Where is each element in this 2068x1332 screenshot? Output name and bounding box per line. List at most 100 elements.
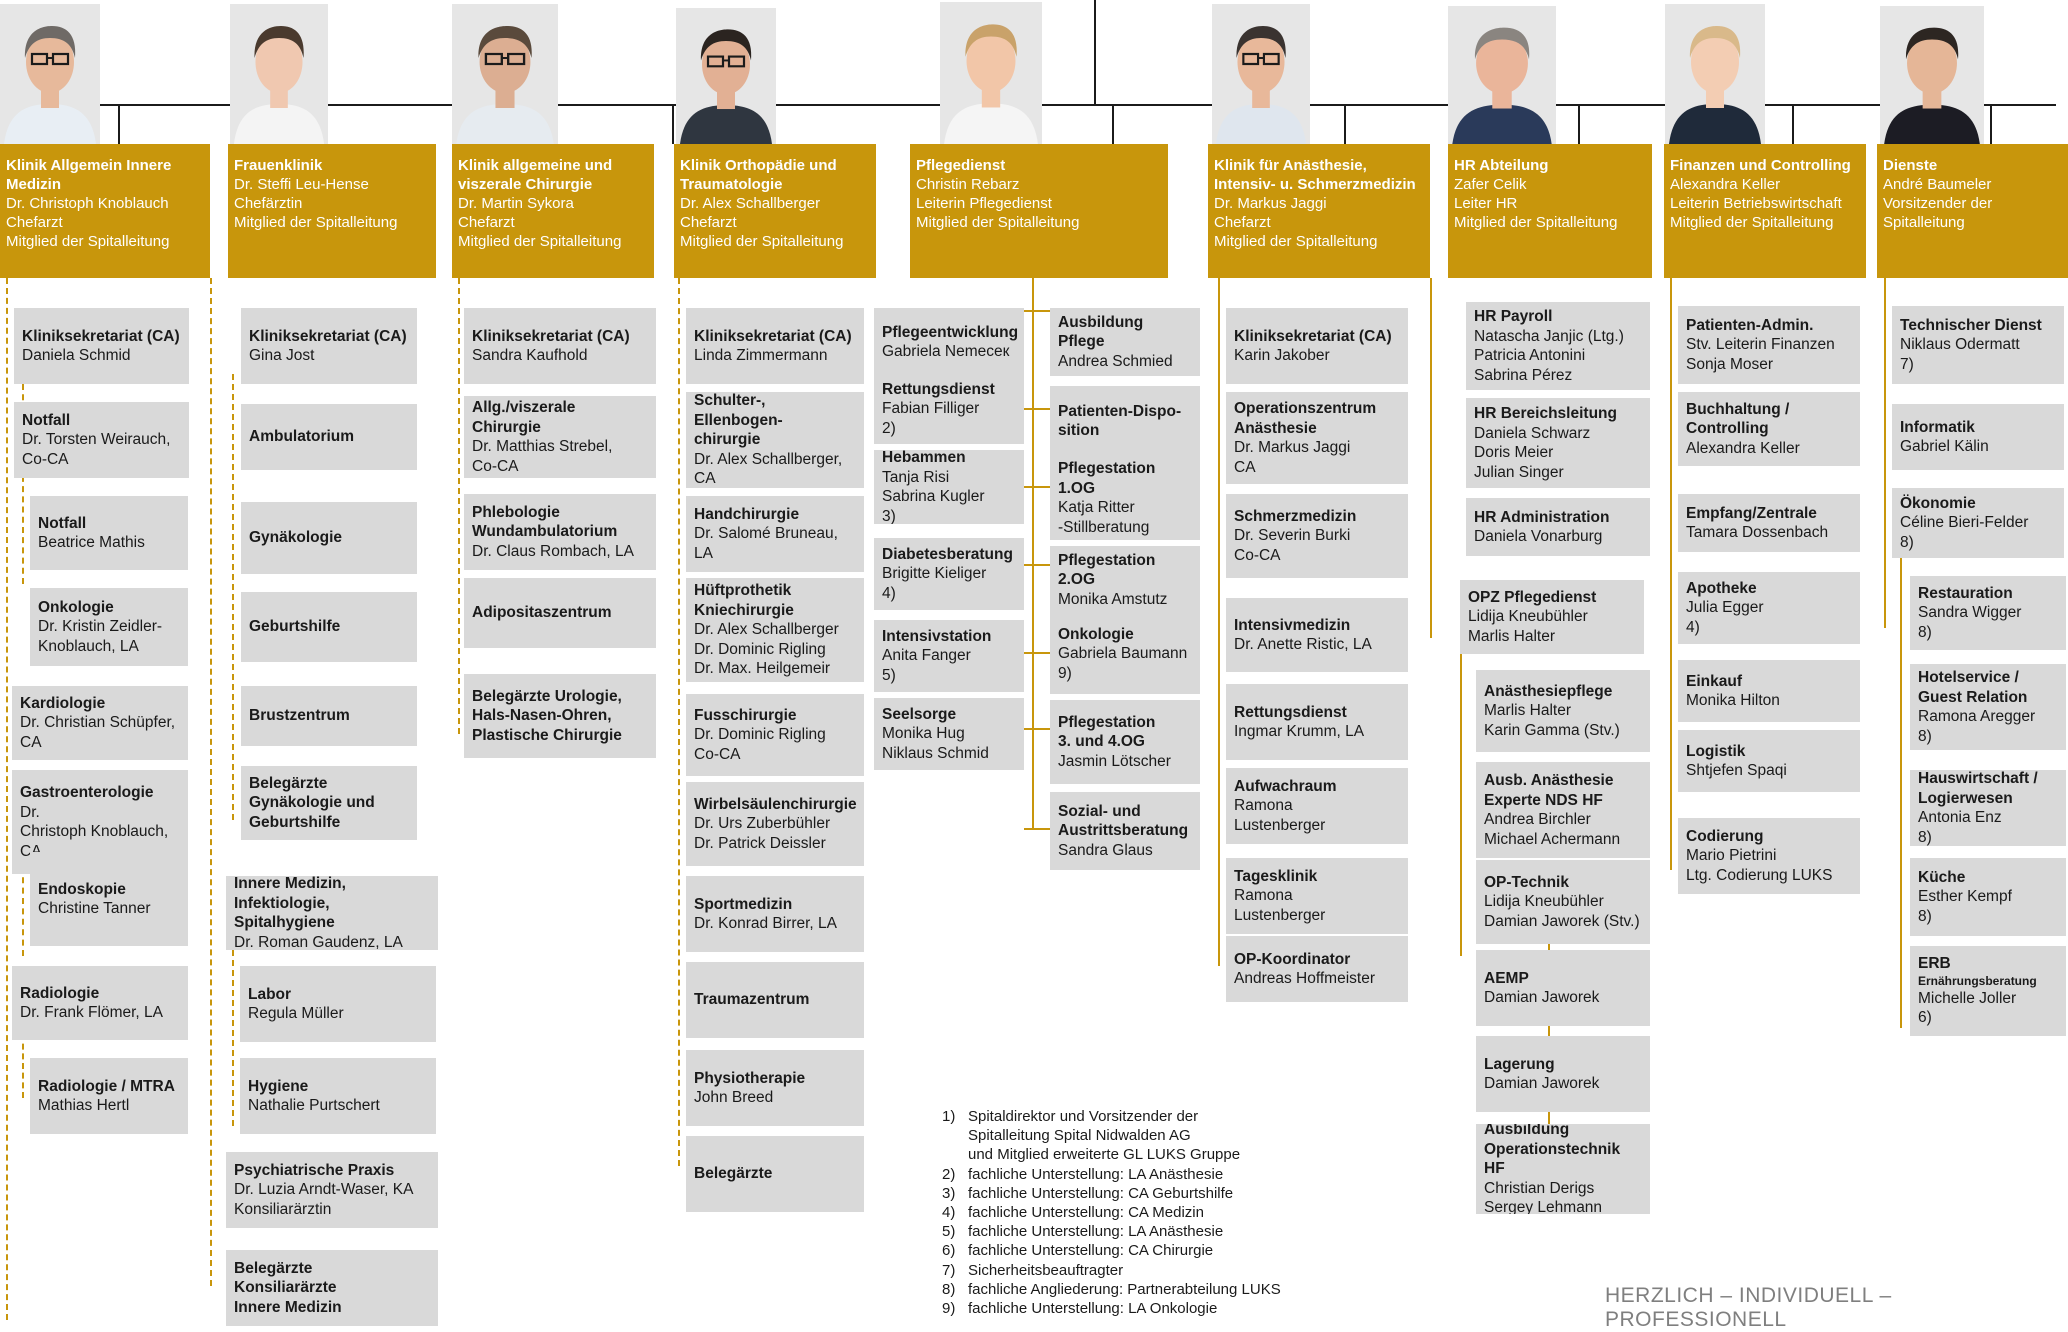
- unit-title-line: Innere Medizin: [234, 1298, 342, 1316]
- unit-line: 7): [1900, 355, 1914, 373]
- unit-line: Dr.: [20, 803, 40, 821]
- unit-line: Knoblauch, LA: [38, 637, 139, 655]
- portrait-anaesthesie: [1212, 4, 1310, 144]
- unit-line: Marlis Halter: [1484, 702, 1571, 720]
- footnote-text: fachliche Unterstellung: LA Onkologie: [968, 1299, 1217, 1318]
- unit-line: John Breed: [694, 1089, 774, 1106]
- unit-line: 8): [1918, 828, 1932, 846]
- footnote-text: fachliche Unterstellung: LA Anästhesie: [968, 1222, 1223, 1241]
- unit-title-line: sition: [1058, 422, 1100, 439]
- unit-title-line: Buchhaltung /: [1686, 400, 1790, 418]
- unit-line: Leiterin Betriebswirtschaft: [1670, 195, 1842, 212]
- unit-line: Lustenberger: [1234, 816, 1326, 834]
- unit-line: Dr. Markus Jaggi: [1214, 195, 1327, 212]
- unit-line: Lidija Kneubühler: [1468, 608, 1588, 626]
- unit-title-line: Finanzen und Controlling: [1670, 157, 1851, 174]
- footnote-text: Sicherheitsbeauftragter: [968, 1261, 1123, 1280]
- footnote-number: 7): [942, 1261, 956, 1279]
- unit-line: Patricia Antonini: [1474, 347, 1586, 364]
- unit-line: Dr. Christoph Knoblauch: [6, 195, 169, 212]
- unit-line: 2): [882, 419, 896, 437]
- footnote-text: fachliche Unterstellung: LA Anästhesie: [968, 1165, 1223, 1184]
- footnote-item: 7) Sicherheitsbeauftragter: [942, 1261, 1281, 1280]
- unit-title-line: Patienten-Dispo-: [1058, 402, 1182, 420]
- unit-box: Geburtshilfe: [241, 592, 417, 662]
- unit-box: Gynäkologie: [241, 502, 417, 574]
- unit-title-line: Empfang/Zentrale: [1686, 504, 1817, 522]
- connector-accent: [1218, 278, 1220, 966]
- unit-title-line: Onkologie: [38, 598, 114, 616]
- footnote-number: 8): [942, 1280, 956, 1298]
- unit-line: Damian Jaworek: [1484, 989, 1600, 1006]
- unit-line: Monika Hug: [882, 725, 965, 743]
- unit-line: Co-CA: [1234, 546, 1281, 564]
- unit-box: Radiologie / MTRA Mathias Hertl: [30, 1058, 188, 1134]
- unit-title-line: Traumazentrum: [694, 991, 810, 1009]
- footnote-item: 4)fachliche Unterstellung: CA Medizin: [942, 1203, 1281, 1222]
- unit-title-line: Patienten-Admin.: [1686, 316, 1814, 334]
- footnote-line: fachliche Unterstellung: LA Onkologie: [968, 1300, 1218, 1318]
- unit-line: Ingmar Krumm, LA: [1234, 723, 1365, 740]
- connector-accent: [1024, 652, 1050, 654]
- unit-line: Dr. Markus Jaggi: [1234, 439, 1351, 456]
- unit-title-line: Klinik allgemeine und: [458, 157, 613, 174]
- unit-line: Lidija Kneubühler: [1484, 893, 1604, 911]
- unit-line: Chefärztin: [234, 195, 303, 212]
- unit-line: Dr. Dominic Rigling: [694, 640, 826, 658]
- footnote-item: 3)fachliche Unterstellung: CA Geburtshil…: [942, 1184, 1281, 1203]
- unit-line: Mitglied der Spitalleitung: [234, 214, 398, 231]
- unit-line: Christine Tanner: [38, 900, 151, 917]
- footnote-number: 1): [942, 1108, 956, 1125]
- unit-title-line: Radiologie / MTRA: [38, 1077, 175, 1095]
- unit-line: Dr. Salomé Bruneau,: [694, 525, 838, 543]
- unit-title-line: HR Payroll: [1474, 308, 1553, 325]
- unit-line: Mitglied der Spitalleitung: [1454, 214, 1618, 231]
- unit-line: Dr. Alex Schallberger,: [694, 450, 843, 468]
- unit-line: Damian Jaworek (Stv.): [1484, 912, 1640, 930]
- unit-title-line: Informatik: [1900, 418, 1975, 436]
- unit-title-line: Pflegedienst: [916, 157, 1006, 174]
- unit-line: Nathalie Purtschert: [248, 1097, 380, 1114]
- unit-box: Kliniksekretariat (CA)Gina Jost: [241, 308, 417, 384]
- unit-title-line: ERB: [1918, 955, 1951, 973]
- unit-title-line: Belegärzte Urologie,: [472, 687, 622, 705]
- footnote-line: Spitalleitung Spital Nidwalden AG: [968, 1127, 1191, 1145]
- unit-line: Linda Zimmermann: [694, 347, 828, 364]
- unit-line: Mitglied der Spitalleitung: [916, 214, 1080, 231]
- unit-line: Mathias Hertl: [38, 1097, 130, 1114]
- unit-line: Daniela Schwarz: [1474, 424, 1591, 442]
- unit-title-line: Rettungsdienst: [882, 380, 995, 398]
- unit-line: Natascha Janjic (Ltg.): [1474, 327, 1624, 345]
- unit-line: Gabriela Nemeceк: [882, 343, 1010, 360]
- connector-line: [1094, 0, 1096, 104]
- unit-title-line: Labor: [248, 985, 292, 1003]
- unit-box: Belegärzte: [686, 1136, 864, 1212]
- unit-line: Chefarzt: [6, 214, 63, 231]
- unit-line: Dr. Luzia Arndt-Waser, KA: [234, 1181, 414, 1199]
- unit-title-line: Medizin: [6, 176, 61, 193]
